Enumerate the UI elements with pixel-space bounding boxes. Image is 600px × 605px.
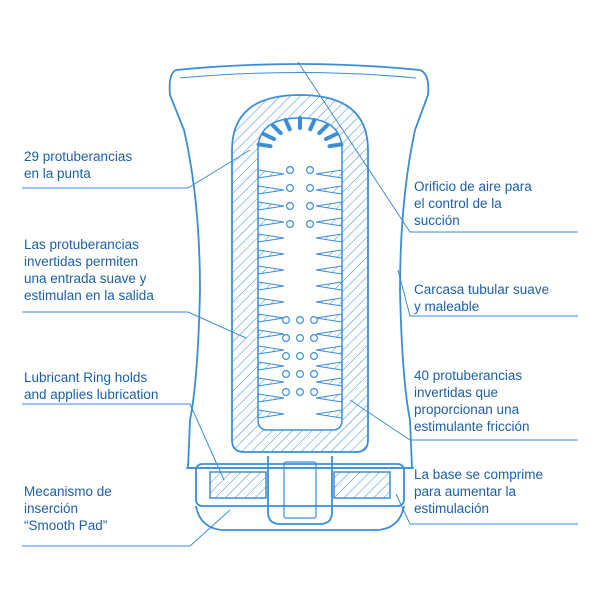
leader-squeeze-base bbox=[395, 493, 578, 525]
nub-dots bbox=[282, 166, 319, 397]
leader-lines bbox=[22, 61, 578, 547]
wall-rib bbox=[257, 361, 285, 371]
label-soft-case: Carcasa tubular suave y maleable bbox=[414, 282, 550, 314]
lubricant-ring-right bbox=[333, 471, 391, 499]
tip-nub bbox=[261, 132, 276, 141]
wall-rib bbox=[257, 249, 285, 259]
wall-rib bbox=[315, 233, 343, 243]
channel-dot bbox=[306, 220, 315, 229]
label-inverted-nubs: Las protuberancias invertidas permiten u… bbox=[24, 237, 154, 303]
wall-rib bbox=[257, 345, 285, 355]
wall-rib bbox=[257, 185, 285, 195]
leader-tip-nubs bbox=[22, 149, 251, 189]
wall-rib bbox=[315, 249, 343, 259]
tip-nub bbox=[317, 123, 329, 136]
wall-rib bbox=[257, 393, 285, 403]
tip-nub bbox=[283, 117, 292, 132]
wall-rib bbox=[257, 297, 285, 307]
tip-nub bbox=[324, 132, 339, 141]
wall-rib bbox=[257, 409, 285, 419]
channel-dot bbox=[282, 334, 291, 343]
wall-rib bbox=[257, 281, 285, 291]
channel-dot bbox=[306, 184, 315, 193]
wall-rib bbox=[257, 217, 285, 227]
channel-dot bbox=[310, 316, 319, 325]
wall-rib bbox=[257, 313, 285, 323]
tip-nubs bbox=[256, 116, 344, 149]
channel-dot bbox=[286, 220, 295, 229]
channel-dot bbox=[306, 202, 315, 211]
wall-rib bbox=[315, 169, 343, 179]
inverted-nubs-right bbox=[315, 169, 343, 419]
wall-rib bbox=[315, 201, 343, 211]
wall-rib bbox=[315, 217, 343, 227]
channel-dot bbox=[282, 316, 291, 325]
leader-lubricant-ring bbox=[22, 403, 225, 481]
channel-dot bbox=[282, 352, 291, 361]
tip-nub bbox=[327, 142, 344, 149]
wall-rib bbox=[315, 345, 343, 355]
tip-nub bbox=[308, 117, 317, 132]
label-air-hole: Orificio de aire para el control de la s… bbox=[414, 179, 532, 228]
channel-dot bbox=[310, 334, 319, 343]
channel-dot bbox=[296, 316, 305, 325]
wall-rib bbox=[315, 393, 343, 403]
leader-friction-nubs bbox=[349, 399, 578, 441]
inverted-nubs-left bbox=[257, 169, 285, 419]
base-bottom bbox=[195, 505, 405, 531]
tip-nub bbox=[256, 142, 273, 149]
leader-inverted-nubs bbox=[22, 311, 247, 339]
wall-rib bbox=[315, 281, 343, 291]
smooth-pad bbox=[267, 456, 333, 525]
channel-dot bbox=[296, 352, 305, 361]
tip-nub bbox=[271, 123, 283, 136]
wall-rib bbox=[257, 265, 285, 275]
channel-dot bbox=[296, 334, 305, 343]
outer-case-inner-line bbox=[179, 72, 417, 79]
channel-dot bbox=[310, 352, 319, 361]
wall-rib bbox=[257, 377, 285, 387]
wall-rib bbox=[315, 265, 343, 275]
channel-dot bbox=[286, 184, 295, 193]
channel-dot bbox=[310, 388, 319, 397]
channel-dot bbox=[286, 202, 295, 211]
label-tip-nubs: 29 protuberancias en la punta bbox=[24, 149, 133, 181]
channel-dot bbox=[306, 166, 315, 175]
label-smooth-pad: Mecanismo de inserción “Smooth Pad” bbox=[24, 484, 112, 533]
channel-dot bbox=[282, 388, 291, 397]
pad-core bbox=[283, 461, 317, 519]
label-squeeze-base: La base se comprime para aumentar la est… bbox=[414, 467, 544, 516]
leader-soft-case bbox=[397, 269, 578, 317]
leader-smooth-pad bbox=[22, 509, 231, 547]
wall-rib bbox=[315, 313, 343, 323]
wall-rib bbox=[257, 329, 285, 339]
label-friction-nubs: 40 protuberancias invertidas que proporc… bbox=[414, 368, 530, 434]
channel-dot bbox=[296, 370, 305, 379]
wall-rib bbox=[315, 409, 343, 419]
lubricant-ring-left bbox=[209, 471, 267, 499]
wall-rib bbox=[315, 377, 343, 387]
channel-dot bbox=[310, 370, 319, 379]
base-frame bbox=[195, 463, 405, 507]
channel-dot bbox=[286, 166, 295, 175]
wall-rib bbox=[257, 233, 285, 243]
wall-rib bbox=[315, 297, 343, 307]
leader-air-hole bbox=[297, 61, 578, 233]
channel-dot bbox=[282, 370, 291, 379]
channel-dot bbox=[296, 388, 305, 397]
wall-rib bbox=[257, 201, 285, 211]
wall-rib bbox=[257, 169, 285, 179]
label-lubricant-ring: Lubricant Ring holds and applies lubrica… bbox=[24, 370, 159, 402]
wall-rib bbox=[315, 361, 343, 371]
wall-rib bbox=[315, 185, 343, 195]
wall-rib bbox=[315, 329, 343, 339]
